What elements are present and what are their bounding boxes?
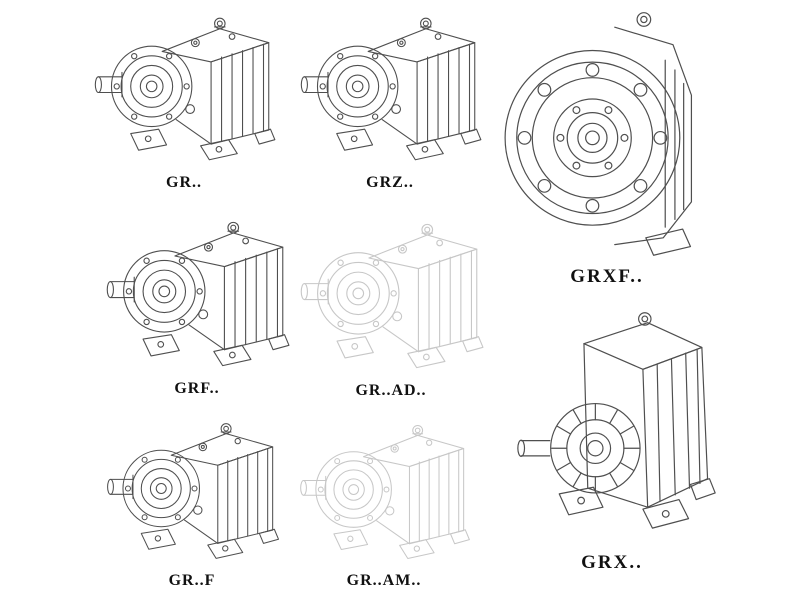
model-cell-grf: GRF.. (94, 210, 300, 398)
grxf-gearbox-drawing (497, 2, 717, 264)
model-label-grz: GRZ.. (366, 174, 414, 191)
grx-gearbox-drawing (496, 298, 728, 550)
model-cell-grx: GRX.. (494, 298, 730, 574)
model-label-grx: GRX.. (581, 552, 643, 573)
model-label-gr-f: GR..F (168, 572, 216, 589)
model-cell-grxf: GRXF.. (494, 2, 720, 288)
model-label-grxf: GRXF.. (570, 266, 644, 287)
model-label-gr-ad: GR..AD.. (355, 382, 427, 399)
grf-gearbox-drawing (95, 210, 299, 378)
model-cell-gr: GR.. (78, 6, 290, 192)
model-cell-grz: GRZ.. (292, 6, 488, 192)
gr-ad-gearbox-ghost-drawing (289, 212, 493, 380)
model-label-grf: GRF.. (174, 380, 220, 397)
model-label-gr: GR.. (166, 174, 202, 191)
gr-gearbox-drawing (79, 6, 289, 172)
model-label-gr-am: GR..AM.. (346, 572, 422, 589)
gr-am-gearbox-ghost-drawing (289, 414, 479, 570)
model-cell-gr-f: GR..F (94, 412, 290, 590)
model-cell-gr-am: GR..AM.. (288, 414, 480, 590)
grz-gearbox-drawing (292, 6, 488, 172)
gr-f-gearbox-drawing (95, 412, 289, 570)
model-cell-gr-ad: GR..AD.. (288, 212, 494, 400)
